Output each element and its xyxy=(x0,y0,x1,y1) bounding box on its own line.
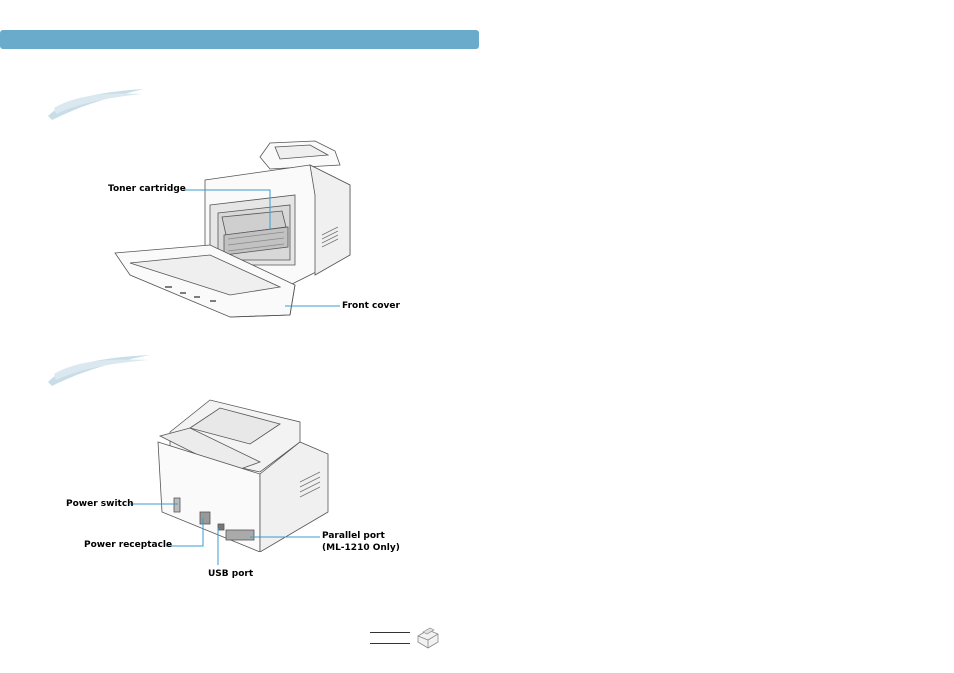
label-usb-port: USB port xyxy=(208,569,254,579)
printer-rear-illustration xyxy=(157,399,329,552)
label-power-switch: Power switch xyxy=(66,499,134,509)
label-parallel-port-model: (ML-1210 Only) xyxy=(322,543,400,553)
footer-rule-bottom xyxy=(370,643,410,644)
section-brush-rear xyxy=(48,355,150,386)
header-bar xyxy=(0,30,479,49)
label-parallel-port: Parallel port xyxy=(322,531,385,541)
footer-rule-top xyxy=(370,632,410,633)
label-power-receptacle: Power receptacle xyxy=(84,540,173,550)
label-toner-cartridge: Toner cartridge xyxy=(108,184,186,194)
printer-thumbnail-icon xyxy=(417,627,439,649)
section-brush-front xyxy=(48,89,144,120)
label-front-cover: Front cover xyxy=(342,301,400,311)
